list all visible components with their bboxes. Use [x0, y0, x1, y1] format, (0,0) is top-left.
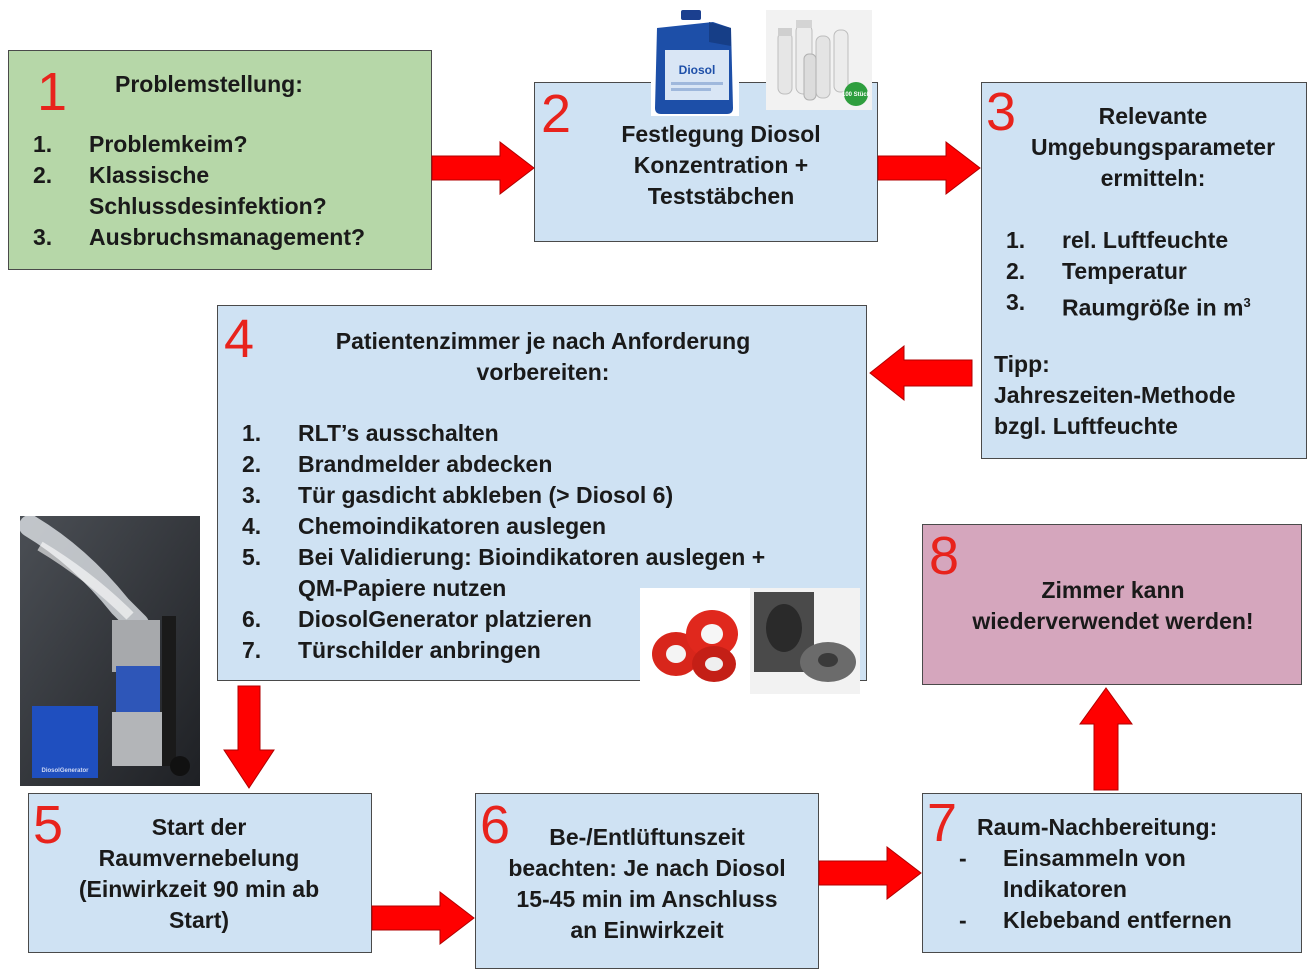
arrow-1-to-2	[431, 140, 535, 196]
step-7-box: 7 Raum-Nachbereitung: -Einsammeln von In…	[922, 793, 1302, 953]
svg-text:100 Stück: 100 Stück	[842, 92, 871, 98]
arrow-4-to-5	[223, 685, 275, 789]
arrow-3-to-4	[869, 344, 973, 402]
step-title: Raum-Nachbereitung:	[977, 814, 1218, 840]
step-number: 2	[541, 84, 572, 144]
arrow-6-to-7	[818, 845, 922, 901]
svg-text:Diosol: Diosol	[679, 63, 716, 77]
step-number: 6	[480, 795, 511, 855]
step-number: 3	[986, 82, 1017, 142]
arrow-7-to-8	[1079, 687, 1133, 791]
svg-text:DiosolGenerator: DiosolGenerator	[41, 768, 89, 774]
step-title: Problemstellung:	[115, 71, 303, 97]
diosol-canister-image: Diosol	[651, 8, 739, 116]
diosol-generator-image: DiosolGenerator	[20, 516, 200, 786]
arrow-5-to-6	[371, 890, 475, 946]
step-number: 8	[929, 526, 960, 586]
step-number: 1	[37, 62, 68, 122]
test-tubes-image: 100 Stück	[766, 10, 872, 110]
tape-rolls-image	[640, 588, 750, 694]
step-number: 7	[927, 793, 958, 853]
step-1-box: 1 Problemstellung: 1.Problemkeim? 2.Klas…	[8, 50, 432, 270]
arrow-2-to-3	[877, 140, 981, 196]
seal-image	[750, 588, 860, 694]
step-number: 4	[224, 309, 255, 369]
step-number: 5	[33, 795, 64, 855]
